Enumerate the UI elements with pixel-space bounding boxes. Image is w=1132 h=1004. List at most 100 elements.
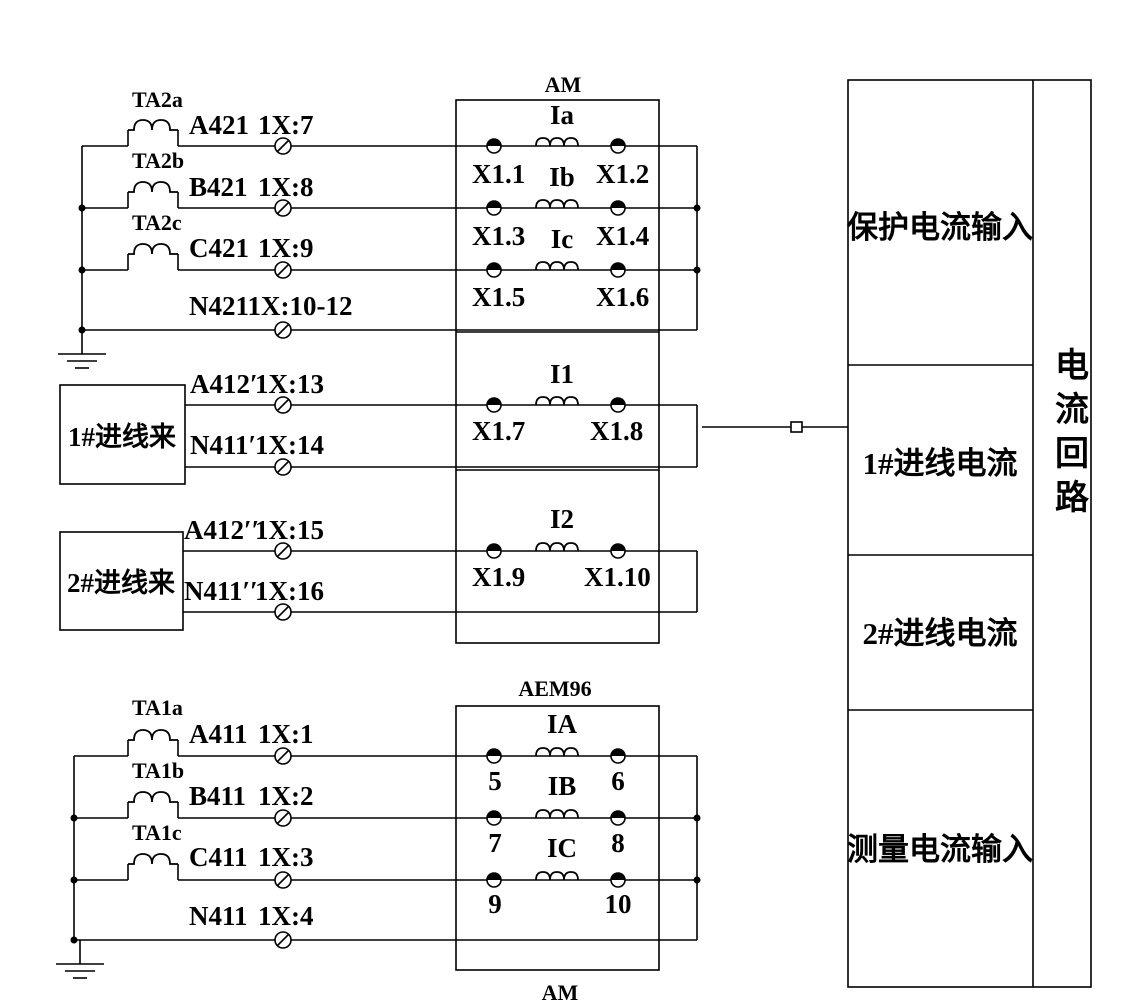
coil-label: I2 [550,504,574,534]
wire-label: A411 [189,719,248,749]
wire-label: N411′ [190,430,256,460]
line1-source-label: 1#进线来 [68,422,176,452]
ct-label: TA2c [132,210,182,235]
section-title-line1: 1#进线电流 [863,446,1018,481]
coil-label: Ib [549,162,575,192]
ct-label: TA1a [132,695,183,720]
meter-aem96-box [455,705,660,971]
coil-label: Ia [550,100,575,130]
wire-label: C421 [189,233,249,263]
ct-coil-icon [127,181,179,193]
terminal-icon [274,396,292,414]
pin-label: X1.10 [584,562,651,592]
wire-label: B421 [189,172,248,202]
protection-section: AM [57,72,701,644]
terminal-label: 1X:4 [258,901,314,931]
meter-label-aem96: AEM96 [518,676,591,701]
terminal-label: 1X:9 [258,233,314,263]
line1-source-box [59,384,186,485]
meter-coil-icon [535,261,579,271]
terminal-icon [274,458,292,476]
wire-label: N411′′ [184,576,258,606]
pin-icon [610,138,626,154]
pin-icon [610,543,626,559]
pin-label: 8 [611,828,625,858]
ct-label: TA1b [132,758,184,783]
ct-coil-icon [127,729,179,741]
pin-icon [486,543,502,559]
pin-label: X1.4 [596,221,649,251]
line2-source-box [59,531,184,631]
junction-dot [693,814,701,822]
meter-coil-icon [535,747,579,757]
section-title-protection: 保护电流输入 [847,210,1033,245]
wire-label: A412′′ [184,515,259,545]
pin-icon [486,262,502,278]
meter-am-box [455,99,660,644]
connector-icon [790,421,803,433]
coil-label: IC [547,833,577,863]
section-title-line2: 2#进线电流 [863,616,1018,651]
pin-icon [610,810,626,826]
pin-label: X1.7 [472,416,525,446]
meter-label-am: AM [545,72,582,97]
pin-icon [486,748,502,764]
junction-dot [78,204,86,212]
pin-icon [610,872,626,888]
pin-label: 5 [488,766,502,796]
pin-label: X1.2 [596,159,649,189]
incoming-section: 1#进线来 2#进线来 A412′ N411′ 1X:13 1X:14 A412… [59,359,848,631]
pin-icon [610,748,626,764]
terminal-icon [274,321,292,339]
ground-icon [55,939,105,979]
wire-label: A412′ [190,369,258,399]
meter-coil-icon [535,199,579,209]
line2-source-label: 2#进线来 [67,568,175,598]
ground-icon [57,329,107,369]
terminal-label: 1X:2 [258,781,314,811]
pin-label: 7 [488,828,502,858]
pin-label: X1.9 [472,562,525,592]
junction-dot [693,876,701,884]
pin-label: X1.6 [596,282,649,312]
ct-label: TA1c [132,820,182,845]
pin-icon [486,810,502,826]
wire-label: B411 [189,781,246,811]
pin-icon [610,200,626,216]
pin-icon [610,262,626,278]
terminal-icon [274,137,292,155]
coil-label: IB [548,771,577,801]
pin-icon [486,200,502,216]
pin-label: 6 [611,766,625,796]
terminal-icon [274,809,292,827]
terminal-label: 1X:13 [255,369,324,399]
junction-dot [693,204,701,212]
terminal-label: 1X:1 [258,719,314,749]
pin-icon [486,397,502,413]
wire-label: A421 [189,110,249,140]
terminal-label: 1X:8 [258,172,314,202]
ct-label: TA2b [132,148,184,173]
pin-label: 10 [605,889,632,919]
terminal-label: 1X:3 [258,842,314,872]
ct-coil-icon [127,791,179,803]
meter-coil-icon [535,871,579,881]
vertical-title: 电流回路 [1050,347,1089,523]
ct-coil-icon [127,243,179,255]
side-panel-frame [847,79,1092,988]
terminal-label: 1X:14 [255,430,324,460]
terminal-icon [274,542,292,560]
terminal-icon [274,603,292,621]
terminal-icon [274,931,292,949]
terminal-icon [274,261,292,279]
wire-label: N4211X:10-12 [189,291,353,321]
terminal-label: 1X:15 [255,515,324,545]
meter-coil-icon [535,809,579,819]
coil-label: I1 [550,359,574,389]
pin-label: X1.5 [472,282,525,312]
wire-label: N411 [189,901,248,931]
pin-icon [486,872,502,888]
junction-dot [693,266,701,274]
meter-coil-icon [535,137,579,147]
